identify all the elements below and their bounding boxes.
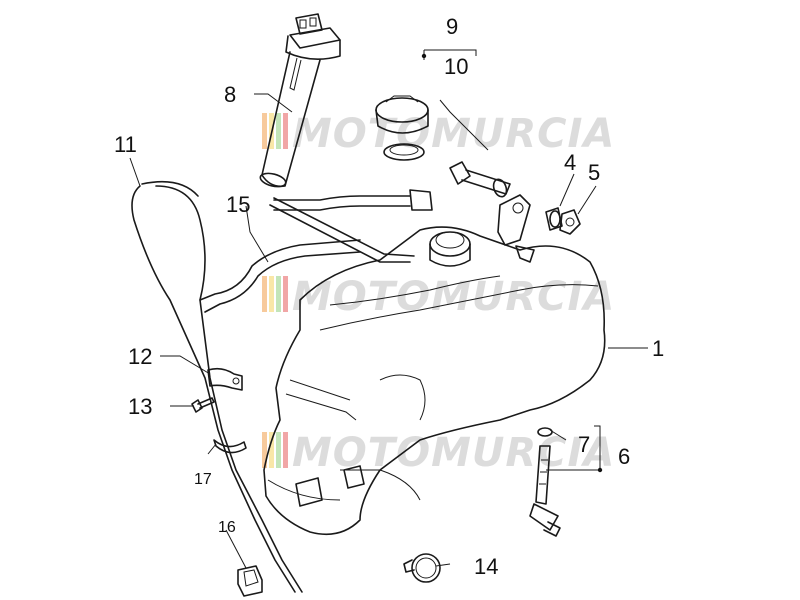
callout-11: 11 [114, 132, 137, 157]
callout-12: 12 [128, 344, 152, 369]
part-fuel-filter-6-7 [529, 427, 561, 537]
part-screw-13 [191, 397, 215, 413]
watermark-text: MOTOMURCIA [292, 274, 615, 320]
watermark-text: MOTOMURCIA [292, 111, 615, 157]
part-hose-holder-16 [237, 565, 263, 597]
watermark-top: MOTOMURCIA [262, 111, 615, 157]
part-hose-clamp-14 [403, 553, 441, 583]
callout-8: 8 [224, 82, 236, 107]
callout-17: 17 [194, 471, 212, 488]
watermark-text: MOTOMURCIA [292, 430, 615, 476]
callout-10: 10 [444, 54, 468, 79]
part-bolt-assembly [449, 161, 581, 246]
callout-7: 7 [578, 432, 590, 457]
callout-16: 16 [218, 519, 236, 536]
callout-13: 13 [128, 394, 152, 419]
callout-5: 5 [588, 160, 600, 185]
callout-9: 9 [446, 14, 458, 39]
callout-15: 15 [226, 192, 250, 217]
watermark-bottom: MOTOMURCIA [262, 430, 615, 476]
callout-14: 14 [474, 554, 498, 579]
callout-6: 6 [618, 444, 630, 469]
part-fuel-pump-8 [259, 13, 341, 188]
callout-4: 4 [564, 150, 576, 175]
callout-1: 1 [652, 336, 664, 361]
part-filler-cap-9-10 [375, 95, 429, 161]
leader-lines [129, 49, 648, 569]
part-hose-15 [269, 197, 415, 263]
part-clamp-12 [207, 367, 243, 391]
part-breather-pipe-11 [131, 180, 433, 593]
watermark-middle: MOTOMURCIA [262, 274, 615, 320]
part-fuel-tank-1 [263, 226, 606, 536]
part-hose-clip-17 [213, 439, 247, 454]
